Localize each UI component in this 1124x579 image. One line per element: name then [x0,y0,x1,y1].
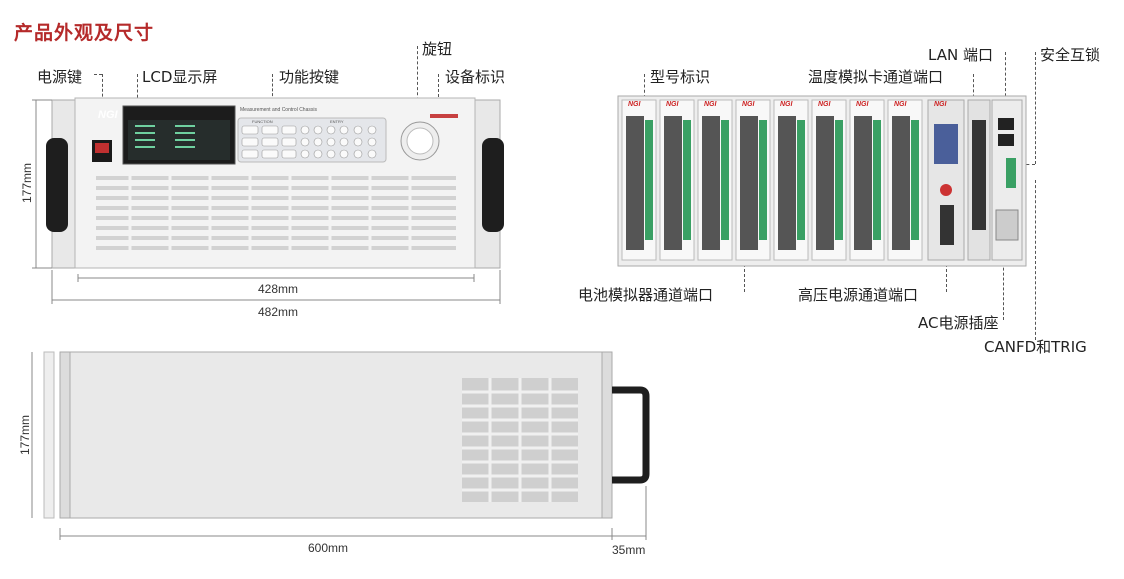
callout-model-id: 型号标识 [650,68,711,86]
callout-lan-port: LAN 端口 [928,46,993,64]
leader-lcd [137,74,138,108]
leader-ac [1003,238,1004,320]
front-brand-logo: NGI [98,109,118,121]
leader-battery [744,254,745,292]
leader-lan [1005,52,1006,122]
callout-lcd: LCD显示屏 [142,68,218,86]
slot-brand: NGI [666,101,679,108]
callout-knob: 旋钮 [422,40,453,58]
side-height-dim: 177mm [18,415,32,456]
callout-ac-socket: AC电源插座 [918,314,999,332]
slot-brand: NGI [628,101,641,108]
callout-battery-port: 电池模拟器通道端口 [578,286,714,304]
front-chassis [32,97,504,304]
front-outer-width-dim: 482mm [258,305,299,319]
side-chassis [31,351,650,540]
slot-brand: NGI [856,101,869,108]
leader-power-h [94,74,102,75]
callout-canfd-trig: CANFD和TRIG [984,338,1087,356]
leader-knob [417,46,418,126]
callout-power-key: 电源键 [37,68,83,86]
side-handle-dim: 35mm [612,543,646,557]
leader-model [644,74,645,98]
keypad-function-label: FUNCTION [252,119,273,124]
slot-brand: NGI [780,101,793,108]
leader-interlock [1035,52,1036,164]
side-depth-dim: 600mm [308,541,349,555]
page-title: 产品外观及尺寸 [14,22,155,44]
leader-device [438,74,439,112]
callout-interlock: 安全互锁 [1040,46,1101,64]
panel-caption: Measurement and Control Chassis [240,107,317,113]
front-inner-width-dim: 428mm [258,282,299,296]
leader-hv [946,244,947,292]
callout-function-keys: 功能按键 [279,68,340,86]
slot-brand: NGI [742,101,755,108]
keypad-entry-label: ENTRY [330,119,344,124]
slot-brand: NGI [818,101,831,108]
callout-hv-port: 高压电源通道端口 [798,286,919,304]
callout-device-id: 设备标识 [445,68,506,86]
leader-keys [272,74,273,120]
slot-brand: NGI [894,101,907,108]
callout-temp-port: 温度模拟卡通道端口 [808,68,944,86]
slot-brand: NGI [704,101,717,108]
slot-brand: NGI [934,101,947,108]
leader-canfd [1035,180,1036,340]
